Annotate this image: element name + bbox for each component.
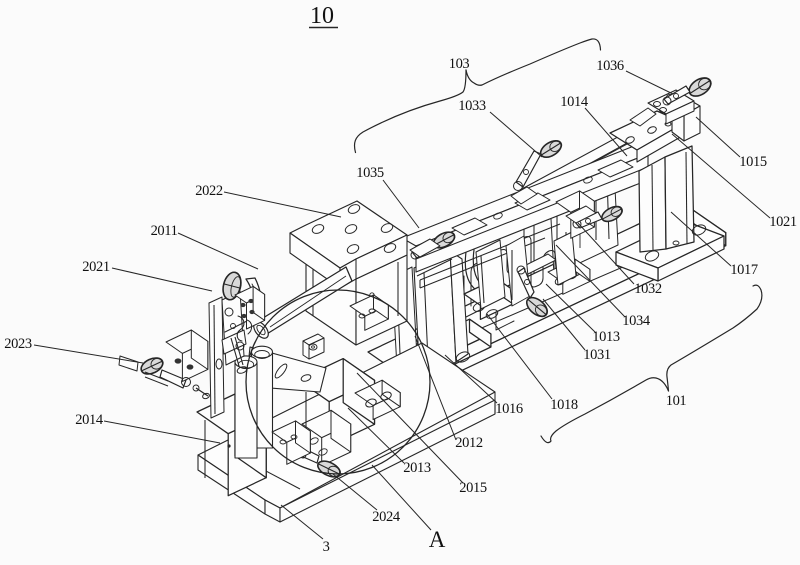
svg-text:2014: 2014 [75,412,104,428]
svg-text:101: 101 [666,393,687,409]
svg-text:2011: 2011 [151,223,178,239]
svg-text:10: 10 [310,3,334,29]
svg-text:1035: 1035 [356,165,384,181]
svg-text:1015: 1015 [739,154,767,170]
svg-text:1032: 1032 [634,281,662,297]
svg-text:1016: 1016 [495,401,523,417]
svg-text:2012: 2012 [455,435,483,451]
svg-text:2024: 2024 [372,509,401,525]
svg-text:1033: 1033 [458,98,486,114]
svg-text:1014: 1014 [560,94,589,110]
svg-text:1013: 1013 [592,329,620,345]
svg-text:1021: 1021 [769,214,797,230]
svg-text:3: 3 [323,539,330,555]
svg-text:1031: 1031 [583,347,611,363]
svg-text:1018: 1018 [550,397,578,413]
svg-text:2022: 2022 [195,183,223,199]
svg-text:2023: 2023 [4,336,32,352]
svg-text:1036: 1036 [596,58,624,74]
svg-text:2021: 2021 [82,259,110,275]
svg-text:1034: 1034 [622,313,651,329]
svg-text:A: A [429,527,446,552]
svg-text:2013: 2013 [403,460,431,476]
svg-text:1017: 1017 [730,262,758,278]
svg-text:103: 103 [449,56,470,72]
svg-text:2015: 2015 [459,480,487,496]
